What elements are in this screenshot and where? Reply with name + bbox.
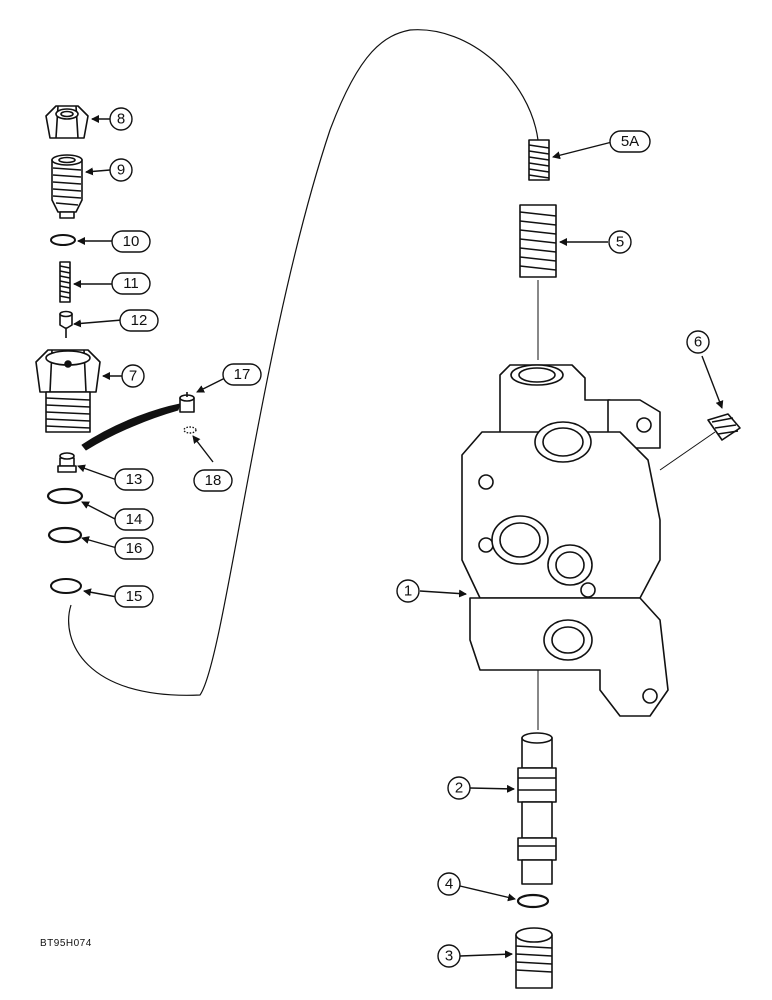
part-13-orifice	[57, 452, 77, 473]
part-11-spring	[59, 261, 71, 303]
callout-label-9: 9	[117, 162, 125, 179]
callout-label-5: 5	[616, 234, 624, 251]
callout-label-1: 1	[404, 583, 412, 600]
callout-pill-12	[119, 309, 159, 332]
part-12-poppet	[59, 310, 73, 338]
callout-circle-2	[447, 776, 471, 800]
part-5-spring	[519, 204, 557, 278]
leader-4	[459, 885, 516, 902]
callout-label-17: 17	[234, 366, 251, 383]
part-17-plug	[179, 392, 195, 413]
callout-circle-8	[109, 107, 133, 131]
callout-pill-17	[222, 363, 262, 386]
callout-label-6: 6	[694, 334, 702, 351]
part-10-o-ring	[50, 234, 76, 246]
callout-label-16: 16	[126, 540, 143, 557]
callout-label-12: 12	[131, 312, 148, 329]
callout-label-5a: 5A	[621, 133, 639, 150]
part-7-relief-valve-housing	[35, 349, 101, 433]
assembly-line-plug-6	[659, 431, 716, 471]
leader-16	[81, 536, 118, 549]
callout-pill-5a	[609, 130, 651, 153]
leader-9	[85, 167, 111, 176]
part-2-spool	[517, 732, 557, 885]
callout-label-18: 18	[205, 472, 222, 489]
part-4-o-ring	[516, 893, 550, 909]
callout-pill-15	[114, 585, 154, 608]
part-1-valve-body	[461, 364, 669, 717]
part-15-o-ring	[50, 578, 82, 594]
leader-1	[419, 589, 467, 598]
part-8-nut	[45, 105, 89, 139]
leader-3	[459, 950, 513, 959]
part-3-end-cap	[515, 927, 553, 989]
leader-17	[196, 377, 226, 393]
leader-12	[73, 319, 123, 328]
part-5a-spring	[528, 139, 550, 181]
callout-label-8: 8	[117, 111, 125, 128]
leader-2	[469, 784, 515, 793]
connector-7-to-17	[81, 403, 181, 451]
callout-circle-9	[109, 158, 133, 182]
callout-label-14: 14	[126, 511, 143, 528]
callout-label-4: 4	[445, 876, 453, 893]
callout-label-7: 7	[129, 368, 137, 385]
leader-6	[701, 355, 724, 409]
callout-label-13: 13	[126, 471, 143, 488]
part-6-plug	[707, 413, 741, 441]
figure-code: BT95H074	[40, 938, 92, 949]
callout-pill-14	[114, 508, 154, 531]
callout-circle-7	[121, 364, 145, 388]
leader-18	[192, 435, 214, 463]
callout-pill-18	[193, 469, 233, 492]
leader-15	[83, 588, 118, 598]
part-18-screen	[183, 426, 197, 434]
callout-circle-1	[396, 579, 420, 603]
callout-pill-10	[111, 230, 151, 253]
leader-5a	[552, 141, 613, 160]
callout-circle-5	[608, 230, 632, 254]
callout-pill-11	[111, 272, 151, 295]
callout-label-11: 11	[123, 275, 139, 292]
leader-14	[81, 501, 118, 521]
part-16-o-ring	[47, 526, 83, 544]
callout-pill-16	[114, 537, 154, 560]
callout-circle-4	[437, 872, 461, 896]
callout-label-2: 2	[455, 780, 463, 797]
part-9-adjusting-screw	[51, 154, 83, 219]
callout-label-10: 10	[123, 233, 140, 250]
assembly-line-relief	[68, 29, 539, 696]
callout-circle-3	[437, 944, 461, 968]
callout-label-15: 15	[126, 588, 143, 605]
leader-13	[77, 464, 118, 481]
callout-pill-13	[114, 468, 154, 491]
callout-circle-6	[686, 330, 710, 354]
callout-label-3: 3	[445, 948, 453, 965]
part-14-backup-ring	[46, 487, 84, 505]
